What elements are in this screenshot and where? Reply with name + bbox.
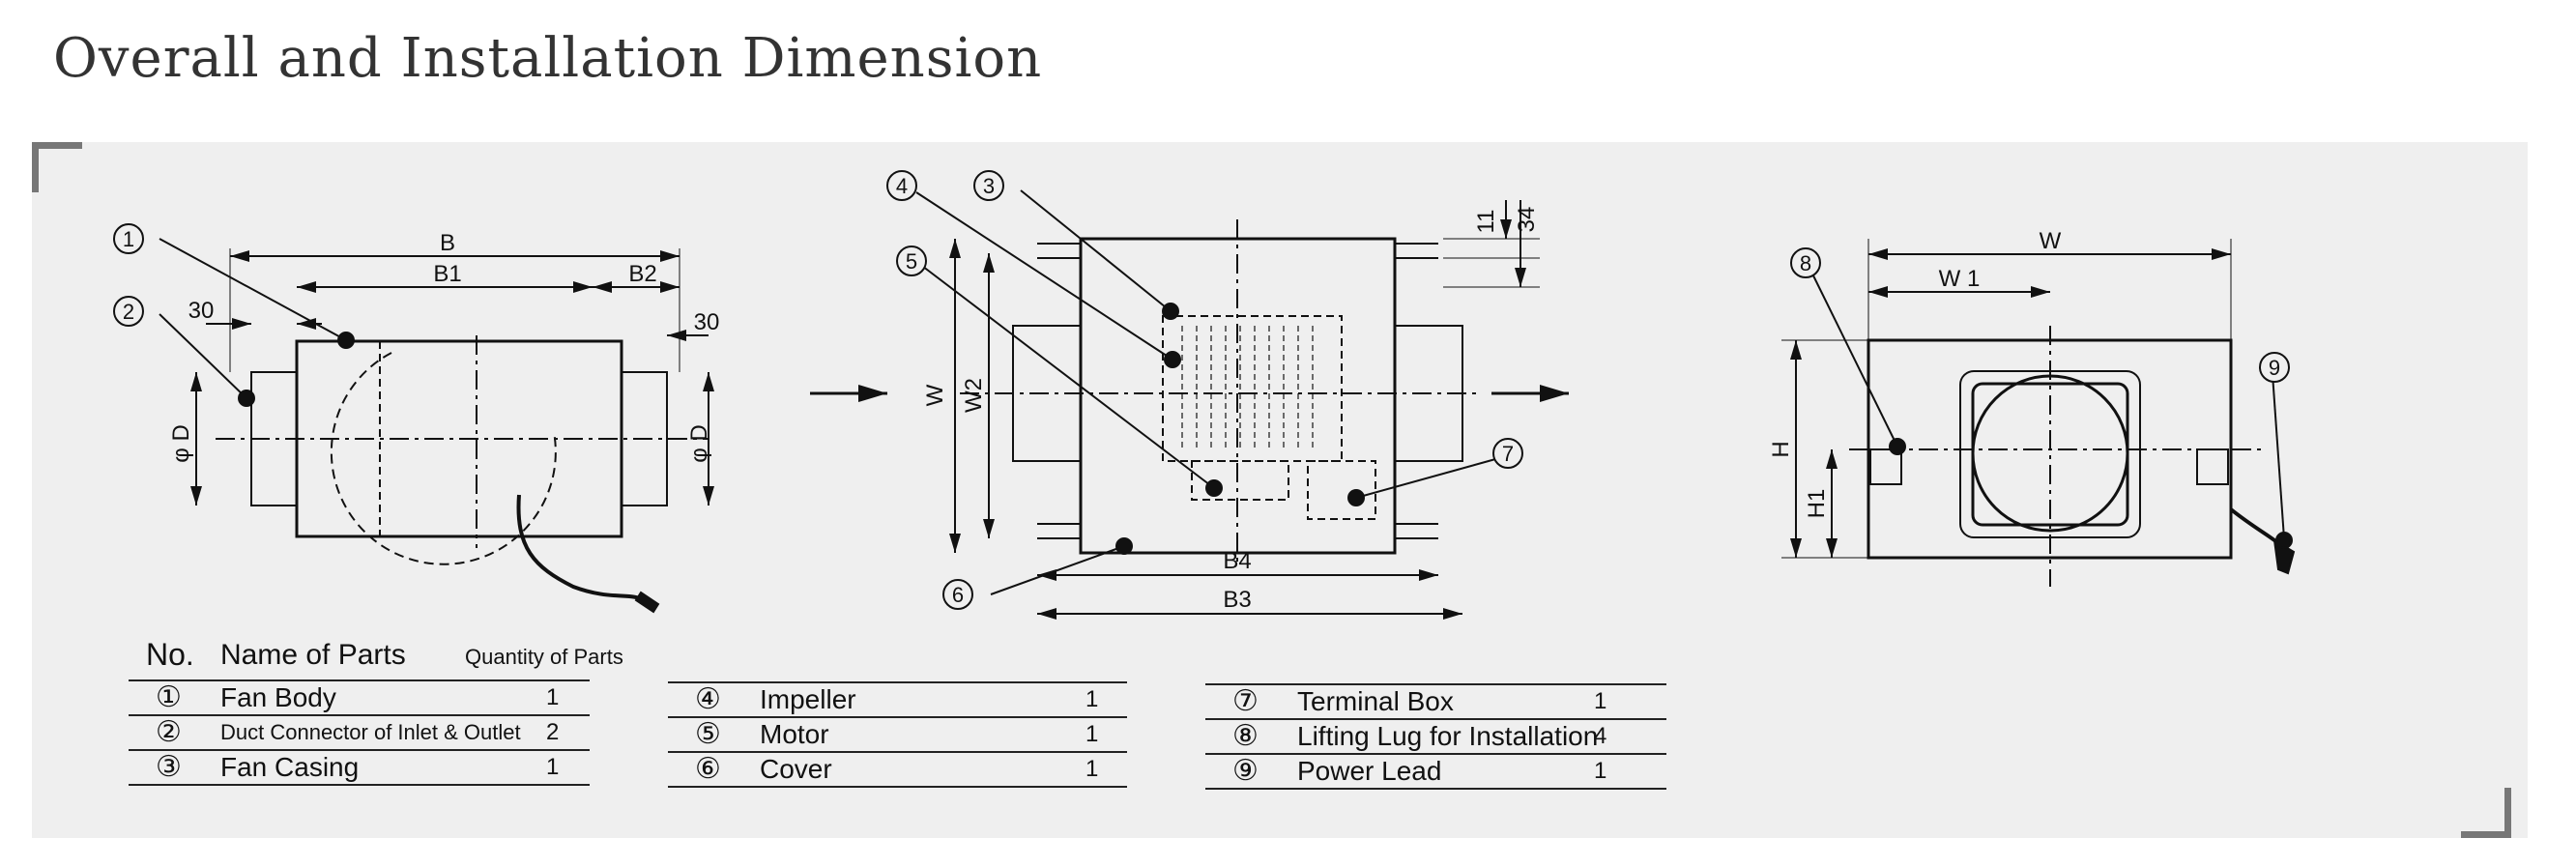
callout-6: 6 bbox=[952, 583, 964, 607]
callout-5: 5 bbox=[906, 249, 917, 274]
side-view bbox=[159, 238, 714, 614]
callout-2: 2 bbox=[123, 300, 134, 324]
table-row: ⑥ Cover 1 bbox=[695, 752, 1099, 786]
callout-circles bbox=[113, 170, 2290, 610]
corner-mark-top-left bbox=[32, 142, 39, 192]
dim-label-B2: B2 bbox=[628, 261, 656, 287]
dim-label-W1: W 1 bbox=[1939, 266, 1981, 292]
dim-label-30-right: 30 bbox=[694, 309, 720, 335]
dim-label-W2: W2 bbox=[961, 378, 987, 413]
corner-mark-top-left bbox=[32, 142, 82, 149]
callout-1: 1 bbox=[123, 227, 134, 251]
dim-label-H: H bbox=[1768, 441, 1794, 457]
table-header-no: No. bbox=[146, 637, 194, 672]
dim-label-11: 11 bbox=[1473, 210, 1499, 234]
top-view bbox=[913, 189, 1540, 620]
table-row: ① Fan Body 1 bbox=[156, 680, 560, 714]
dim-label-phiD-left: φ D bbox=[168, 424, 194, 463]
corner-mark-bottom-right bbox=[2461, 831, 2511, 838]
dim-label-phiD-right: φ D bbox=[686, 424, 712, 463]
parts-table-2: ④ Impeller 1 ⑤ Motor 1 ⑥ Cover 1 bbox=[668, 681, 1127, 788]
dim-label-B3: B3 bbox=[1223, 587, 1251, 613]
table-row: ⑦ Terminal Box 1 bbox=[1232, 684, 1607, 718]
front-view bbox=[1781, 239, 2296, 587]
dim-label-W-front: W bbox=[2040, 228, 2062, 254]
table-row: ③ Fan Casing 1 bbox=[156, 750, 560, 784]
table-header-name: Name of Parts bbox=[220, 639, 406, 671]
dim-label-H1: H1 bbox=[1804, 489, 1830, 519]
dim-label-W-top: W bbox=[922, 384, 948, 406]
table-row: ⑤ Motor 1 bbox=[695, 717, 1099, 751]
dim-label-B1: B1 bbox=[433, 261, 461, 287]
table-row: ④ Impeller 1 bbox=[695, 682, 1099, 716]
table-header-qty: Quantity of Parts bbox=[465, 645, 623, 669]
parts-table-3: ⑦ Terminal Box 1 ⑧ Lifting Lug for Insta… bbox=[1205, 683, 1666, 790]
table-row: ⑧ Lifting Lug for Installation 4 bbox=[1232, 719, 1607, 753]
callout-4: 4 bbox=[896, 174, 908, 198]
callout-8: 8 bbox=[1800, 251, 1811, 275]
corner-mark-bottom-right bbox=[2504, 788, 2511, 838]
table-row: ② Duct Connector of Inlet & Outlet 2 bbox=[156, 715, 560, 749]
dim-label-30-left: 30 bbox=[188, 298, 215, 324]
drawing-panel: 1 2 3 4 5 6 7 8 9 B B1 B2 30 30 φ D φ D … bbox=[32, 142, 2528, 838]
dimension-drawing: 1 2 3 4 5 6 7 8 9 B B1 B2 30 30 φ D φ D … bbox=[113, 170, 2296, 620]
dim-label-34: 34 bbox=[1514, 207, 1540, 233]
callout-7: 7 bbox=[1502, 442, 1514, 466]
table-row: ⑨ Power Lead 1 bbox=[1232, 754, 1607, 788]
callout-9: 9 bbox=[2269, 356, 2280, 380]
callout-3: 3 bbox=[983, 174, 995, 198]
dim-label-B4: B4 bbox=[1223, 548, 1251, 574]
dim-label-B: B bbox=[440, 230, 455, 256]
page-title: Overall and Installation Dimension bbox=[53, 27, 1043, 90]
parts-table-1: ① Fan Body 1 ② Duct Connector of Inlet &… bbox=[129, 679, 590, 786]
